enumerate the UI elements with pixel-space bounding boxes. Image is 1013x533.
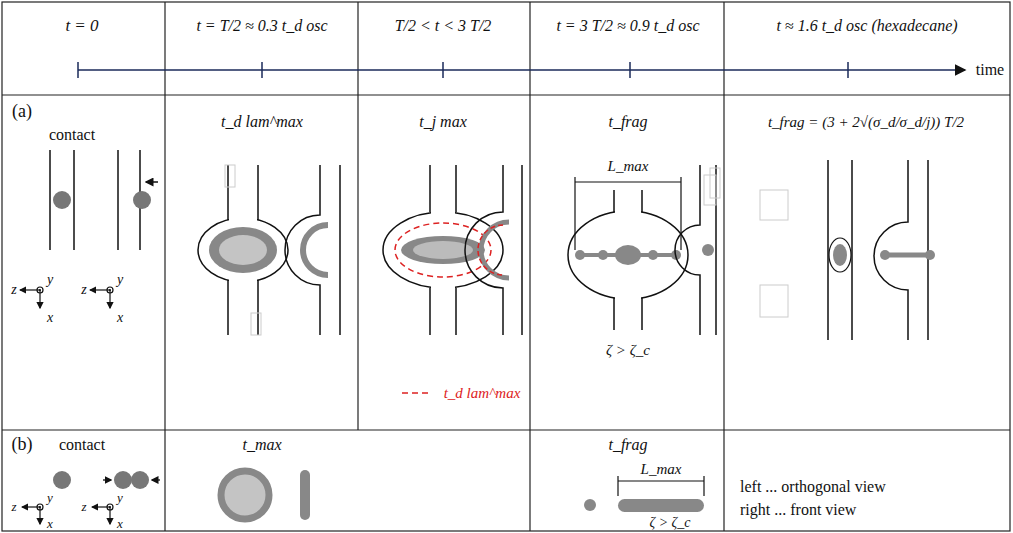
dimension-label: L_max <box>606 158 651 175</box>
axis-label: z <box>11 500 16 514</box>
stage-label: contact <box>49 126 95 144</box>
stage-label: t_frag <box>608 436 647 454</box>
time-heading: t ≈ 1.6 t_d osc (hexadecane) <box>776 17 957 35</box>
view-note: left ... orthogonal view <box>740 478 886 496</box>
axis-label: y <box>117 272 123 287</box>
row-label: (b) <box>12 435 33 455</box>
formula: t_frag = (3 + 2√(σ_d/σ_d/j)) T/2 <box>768 114 964 131</box>
stage-label: t_j max <box>419 113 467 131</box>
time-heading: t = 0 <box>65 17 98 36</box>
axis-label: y <box>47 272 53 287</box>
axis-label: z <box>11 282 16 297</box>
dimension-label: L_max <box>639 461 684 478</box>
time-heading: t = T/2 ≈ 0.3 t_d osc <box>196 17 327 35</box>
axis-label: x <box>47 517 53 531</box>
criterion-label: ζ > ζ_c <box>606 342 650 359</box>
time-heading: T/2 < t < 3 T/2 <box>395 17 492 35</box>
time-heading: t = 3 T/2 ≈ 0.9 t_d osc <box>556 17 699 35</box>
legend-label: t_d lam^max <box>442 385 523 402</box>
stage-label: t_frag <box>608 113 647 131</box>
axis-label: y <box>117 491 123 505</box>
row-label: (a) <box>12 102 32 122</box>
axis-label: z <box>81 282 86 297</box>
axis-label: x <box>117 310 123 325</box>
axis-label: x <box>117 517 123 531</box>
axis-label: z <box>81 500 86 514</box>
axis-label: x <box>47 310 53 325</box>
view-note: right ... front view <box>740 501 856 519</box>
axis-label: y <box>47 491 53 505</box>
axis-label: time <box>976 61 1004 79</box>
stage-label: t_max <box>242 436 281 454</box>
stage-label: contact <box>59 436 105 454</box>
stage-label: t_d lam^max <box>221 113 303 131</box>
criterion-label: ζ > ζ_c <box>650 515 691 530</box>
